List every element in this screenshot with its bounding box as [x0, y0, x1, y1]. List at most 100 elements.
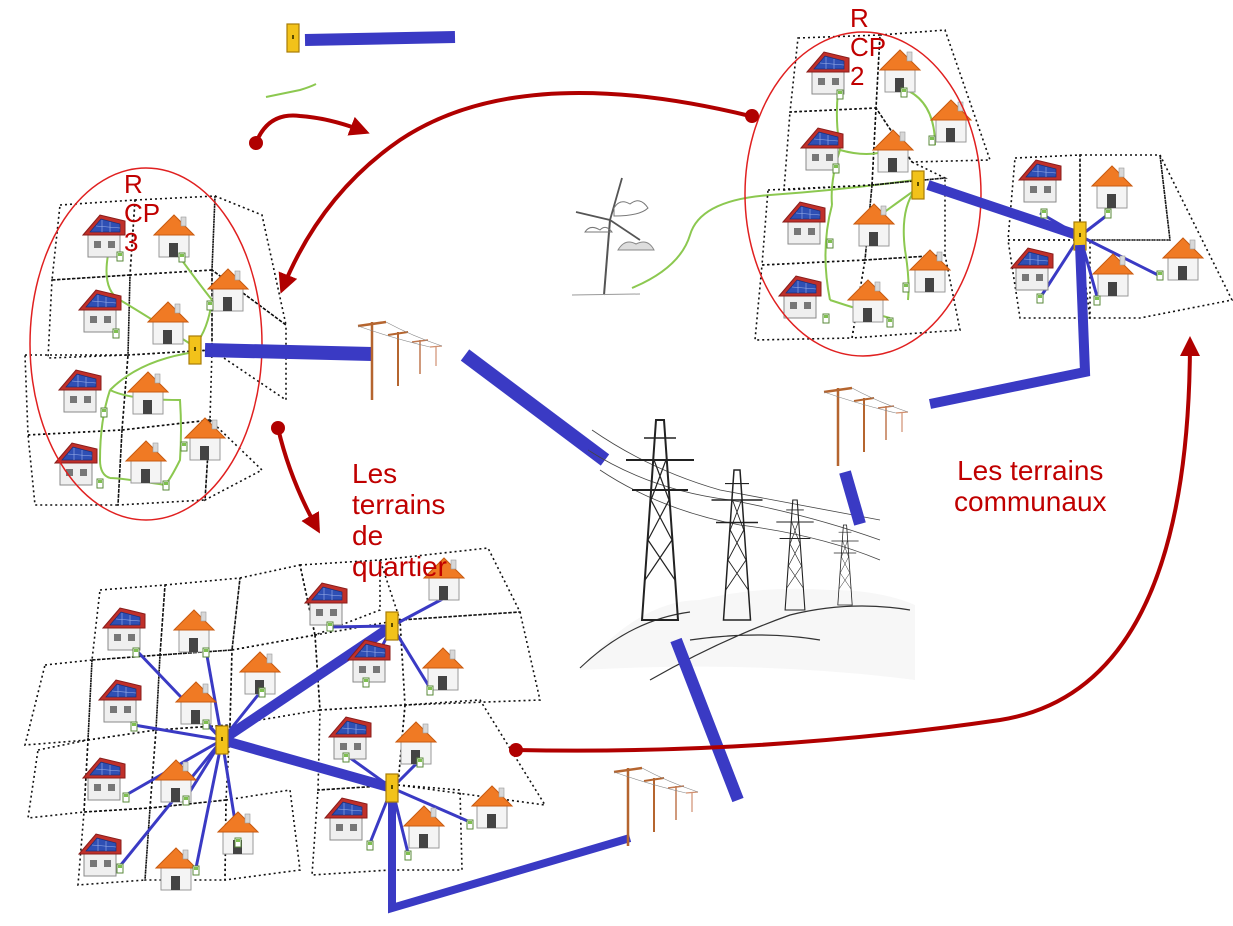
solar-house-icon — [98, 679, 142, 723]
meter-icon — [112, 328, 120, 339]
house-icon — [395, 721, 437, 765]
connector-box-icon — [188, 335, 202, 365]
meter-icon — [886, 317, 894, 328]
rcp3-label: R CP 3 — [124, 169, 161, 257]
meter-icon — [342, 752, 350, 763]
wind-turbine-icon — [571, 177, 655, 296]
house-icon — [1091, 165, 1133, 209]
solar-house-icon — [58, 369, 102, 413]
house-icon — [155, 847, 197, 891]
meter-icon — [1104, 208, 1112, 219]
solar-house-icon — [1018, 159, 1062, 203]
meter-icon — [132, 647, 140, 658]
meter-icon — [836, 89, 844, 100]
flow-arrows — [271, 90, 1200, 757]
cluster-bottom — [23, 547, 632, 914]
cable-pole-tower-right — [839, 470, 866, 526]
meter-icon — [826, 238, 834, 249]
meter-icon — [326, 621, 334, 632]
solar-house-icon — [304, 582, 348, 626]
cable-hub-pole — [928, 244, 1091, 409]
meter-icon — [116, 251, 124, 262]
connector-box-icon — [385, 611, 399, 641]
meter-icon — [130, 721, 138, 732]
rcp3-ellipse — [29, 167, 263, 521]
cable-hub-south — [220, 735, 394, 793]
solar-house-icon — [324, 797, 368, 841]
meter-icon — [404, 850, 412, 861]
bottom-plots — [23, 547, 547, 886]
meter-icon — [900, 87, 908, 98]
utility-pole-icon — [356, 320, 444, 402]
meter-icon — [466, 819, 474, 830]
legend-connector-icon — [286, 23, 300, 53]
meter-icon — [122, 792, 130, 803]
house-icon — [175, 681, 217, 725]
solar-house-icon — [1010, 247, 1054, 291]
house-icon — [930, 99, 972, 143]
house-icon — [422, 647, 464, 691]
neighborhood-land-label: Les terrains de quartier — [352, 458, 447, 582]
house-icon — [217, 811, 259, 855]
meter-icon — [1093, 295, 1101, 306]
meter-icon — [1036, 293, 1044, 304]
meter-icon — [206, 300, 214, 311]
meter-icon — [362, 677, 370, 688]
meter-icon — [1040, 208, 1048, 219]
solar-house-icon — [782, 201, 826, 245]
meter-icon — [366, 840, 374, 851]
house-icon — [207, 268, 249, 312]
solar-house-icon — [102, 607, 146, 651]
meter-icon — [902, 282, 910, 293]
meter-icon — [180, 441, 188, 452]
turbine-green-link — [631, 179, 916, 289]
solar-house-icon — [778, 275, 822, 319]
meter-icon — [202, 647, 210, 658]
meter-icon — [202, 719, 210, 730]
arrow-rcp3-to-neighborhood — [276, 427, 320, 534]
meter-icon — [258, 687, 266, 698]
house-icon — [1162, 237, 1204, 281]
cluster-rcp2 — [744, 29, 1233, 357]
meter-icon — [192, 865, 200, 876]
connector-box-icon — [215, 725, 229, 755]
solar-house-icon — [78, 833, 122, 877]
house-icon — [872, 129, 914, 173]
house-icon — [173, 609, 215, 653]
meter-icon — [96, 478, 104, 489]
connector-box-icon — [911, 170, 925, 200]
connector-box-icon — [385, 773, 399, 803]
solar-house-icon — [328, 716, 372, 760]
solar-house-icon — [806, 51, 850, 95]
transmission-towers — [579, 419, 915, 681]
cluster-rcp3 — [24, 167, 288, 521]
arrow-origin — [745, 109, 759, 123]
solar-house-icon — [82, 757, 126, 801]
house-icon — [147, 301, 189, 345]
meter-icon — [178, 252, 186, 263]
solar-house-icon — [78, 289, 122, 333]
house-icon — [471, 785, 513, 829]
house-icon — [127, 371, 169, 415]
meter-icon — [928, 135, 936, 146]
utility-pole-icon — [822, 386, 910, 468]
arrow-origin — [509, 743, 523, 757]
house-icon — [403, 805, 445, 849]
rcp2-ellipse — [744, 31, 982, 357]
legend-arrow-origin — [249, 136, 263, 150]
communal-land-label: Les terrains communaux — [954, 455, 1107, 517]
cable-south-pole — [388, 788, 632, 914]
meter-icon — [182, 795, 190, 806]
cable-rcp3-pole — [204, 343, 373, 361]
rcp2-label: R CP 2 — [850, 3, 887, 91]
cable-pole-tower — [460, 349, 610, 466]
meter-icon — [822, 313, 830, 324]
legend-green-link — [265, 83, 317, 98]
legend-cable — [304, 31, 456, 46]
meter-icon — [426, 685, 434, 696]
arrow-neighborhood-to-communal — [515, 336, 1200, 753]
arrow-rcp2-to-rcp3 — [278, 90, 751, 294]
house-icon — [155, 759, 197, 803]
cable-tower-bottom — [670, 637, 744, 803]
